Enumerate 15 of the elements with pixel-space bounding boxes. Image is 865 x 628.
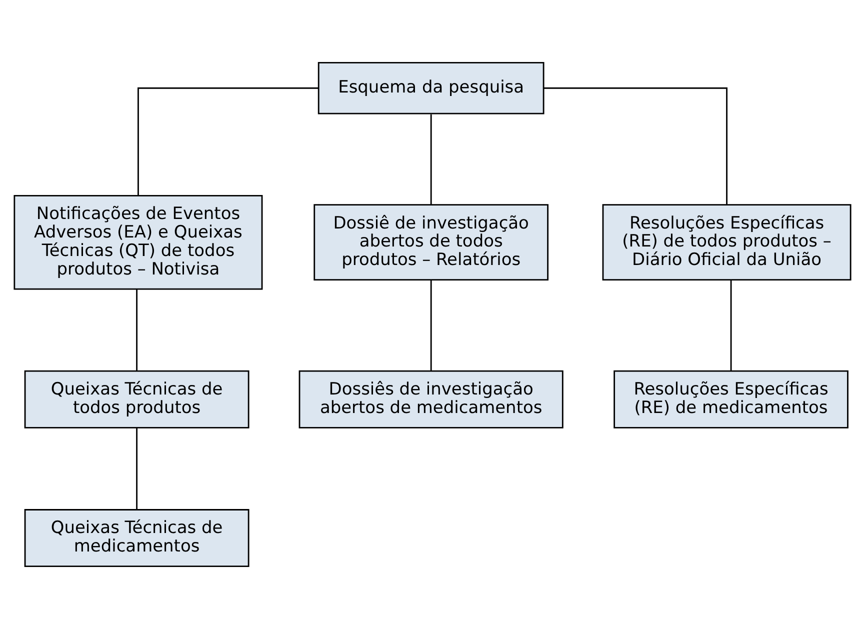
node-box: Notificações de Eventos Adversos (EA) e Queixas Técnicas (QT) de todos produtos – Notivisa bbox=[14, 194, 263, 290]
connector bbox=[544, 86, 728, 204]
connector bbox=[136, 428, 138, 509]
connector bbox=[730, 279, 732, 370]
connector bbox=[136, 288, 138, 370]
connector bbox=[430, 279, 432, 370]
node-box: Resoluções Específicas (RE) de todos produtos – Diário Oficial da União bbox=[602, 204, 852, 280]
node-box: Queixas Técnicas de todos produtos bbox=[24, 370, 250, 428]
node-box: Resoluções Específicas (RE) de medicamentos bbox=[614, 370, 848, 428]
connector bbox=[138, 86, 318, 195]
node-box: Dossiê de investigação abertos de todos produtos – Relatórios bbox=[314, 204, 549, 280]
node-box: Queixas Técnicas de medicamentos bbox=[24, 508, 250, 567]
node-box: Dossiês de investigação abertos de medicamentos bbox=[298, 370, 564, 428]
connector bbox=[430, 114, 432, 204]
node-box: Esquema da pesquisa bbox=[318, 61, 544, 114]
